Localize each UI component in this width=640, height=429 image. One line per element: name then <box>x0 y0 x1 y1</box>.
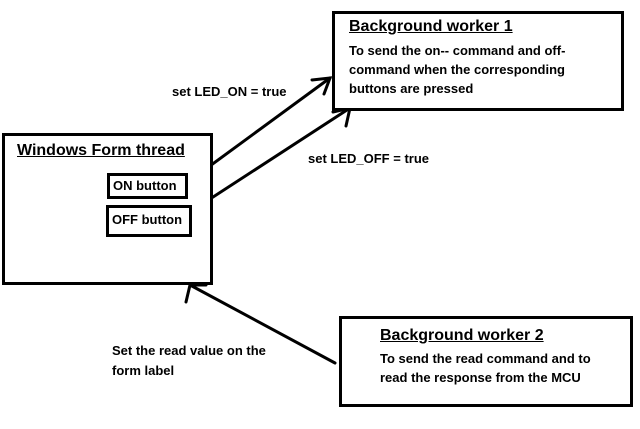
worker2-description: To send the read command and to read the… <box>380 349 630 387</box>
read-value-label: Set the read value on the form label <box>112 341 266 381</box>
led-off-label: set LED_OFF = true <box>308 151 429 166</box>
worker2-title: Background worker 2 <box>380 327 544 344</box>
worker2-box <box>339 316 633 407</box>
worker1-title: Background worker 1 <box>349 18 513 35</box>
read-value-line: form label <box>112 363 175 378</box>
form-thread-title: Windows Form thread <box>17 142 185 159</box>
worker1-box <box>332 11 624 111</box>
led-on-label: set LED_ON = true <box>172 84 287 99</box>
worker2-desc-line: read the response from the MCU <box>380 370 581 385</box>
off-button: OFF button <box>106 205 192 237</box>
arrow-worker2-to-form <box>184 283 337 365</box>
worker1-desc-line: To send the on-- command and off- <box>349 43 566 58</box>
worker1-desc-line: command when the corresponding <box>349 62 565 77</box>
worker2-desc-line: To send the read command and to <box>380 351 591 366</box>
worker1-description: To send the on-- command and off- comman… <box>349 41 619 98</box>
on-button: ON button <box>107 173 188 199</box>
worker1-desc-line: buttons are pressed <box>349 81 474 96</box>
read-value-line: Set the read value on the <box>112 343 266 358</box>
